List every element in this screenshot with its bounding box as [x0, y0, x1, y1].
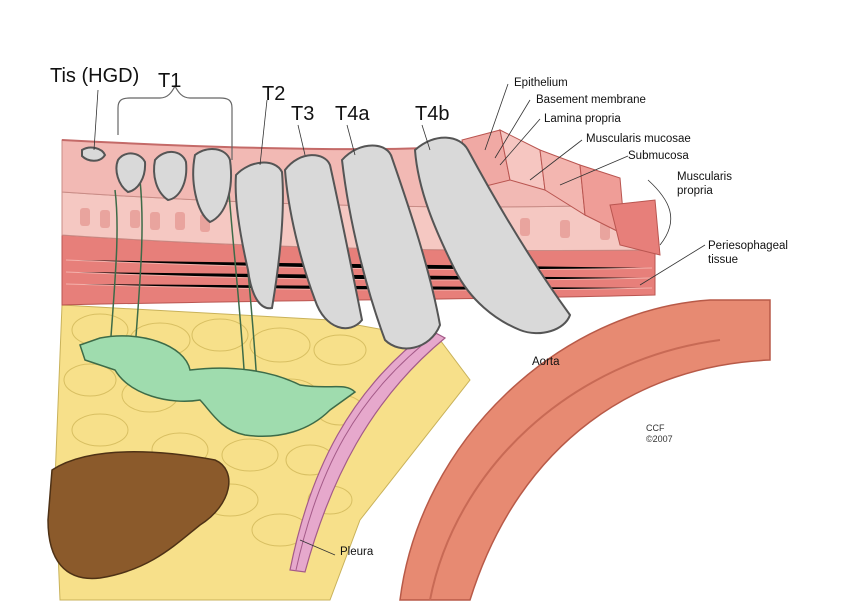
aorta-wall-inner — [429, 339, 721, 601]
label-aorta: Aorta — [532, 356, 560, 368]
pleura — [289, 329, 447, 573]
t1-bracket — [117, 84, 233, 160]
lymph-node-chain — [79, 335, 357, 437]
tumor-t1-a — [115, 152, 147, 194]
tumor-t4a — [340, 144, 442, 350]
label-periesophageal-line1: Periesophageal — [708, 240, 788, 252]
submucosa-texture — [80, 208, 610, 240]
label-epithelium: Epithelium — [514, 77, 568, 89]
label-muscularis-propria-line2: propria — [677, 185, 713, 197]
tumor-t3 — [283, 154, 364, 330]
leader-lines — [93, 83, 706, 556]
tumor-t4b — [413, 136, 572, 335]
label-t4b: T4b — [415, 103, 450, 125]
label-lamina-propria: Lamina propria — [544, 113, 621, 125]
label-t1: T1 — [158, 70, 182, 92]
tumor-t1-c — [192, 148, 232, 224]
label-t4a: T4a — [335, 103, 370, 125]
label-periesophageal-line2: tissue — [708, 254, 739, 266]
aorta — [399, 299, 771, 601]
tumors — [81, 136, 572, 350]
label-t2: T2 — [262, 83, 286, 105]
label-muscularis-mucosae: Muscularis mucosae — [586, 133, 691, 145]
label-submucosa: Submucosa — [628, 150, 689, 162]
liver — [47, 451, 230, 580]
label-basement-membrane: Basement membrane — [536, 94, 646, 106]
tumor-t1-b — [153, 151, 188, 202]
tumor-tis — [81, 146, 107, 162]
credit-line1: CCF — [646, 423, 665, 433]
tumor-t2 — [234, 161, 284, 310]
label-muscularis-propria-line1: Muscularis — [677, 171, 732, 183]
pleura-line — [295, 333, 437, 571]
layer-cutaway-blocks — [461, 129, 661, 256]
label-t3: T3 — [291, 103, 315, 125]
label-pleura: Pleura — [340, 546, 374, 558]
label-tis-hgd: Tis (HGD) — [50, 65, 140, 87]
credit-line2: ©2007 — [646, 434, 673, 444]
